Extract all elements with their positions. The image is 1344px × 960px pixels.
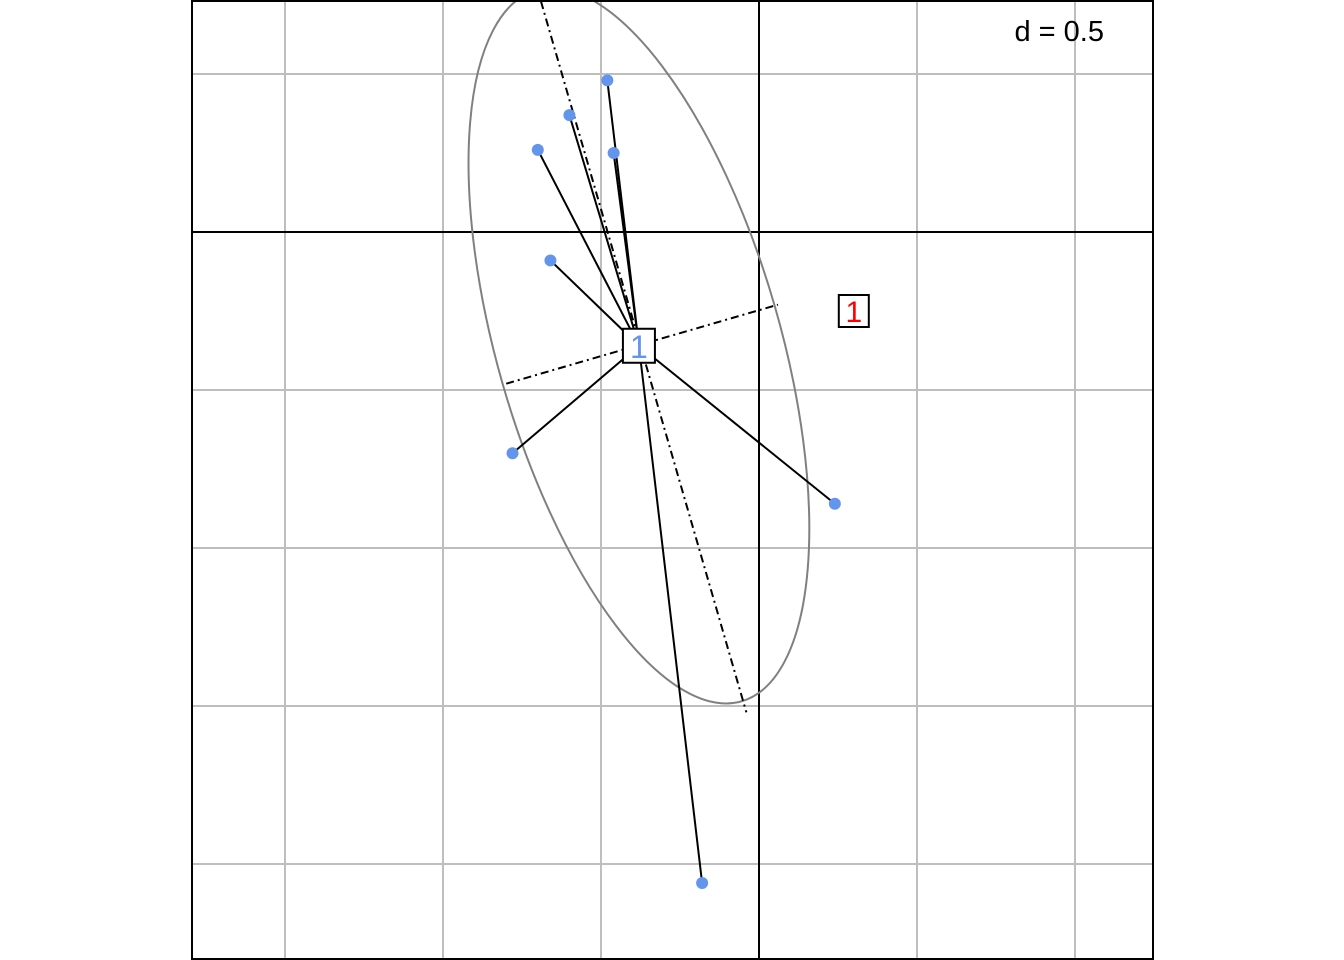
reference-label-box bbox=[837, 294, 870, 328]
data-point bbox=[828, 497, 841, 510]
reference-label: 1 bbox=[845, 296, 862, 329]
ellipse-major-axis bbox=[539, 1, 748, 713]
ellipse-minor-axis bbox=[505, 303, 779, 385]
star-link bbox=[511, 344, 640, 454]
star-link bbox=[638, 344, 836, 505]
class-label: 1 bbox=[630, 329, 648, 365]
class-ellipse bbox=[467, 0, 811, 705]
data-point bbox=[696, 876, 709, 889]
star-link bbox=[568, 114, 640, 347]
star-link bbox=[536, 149, 640, 347]
data-point bbox=[544, 254, 557, 267]
scale-label: d = 0.5 bbox=[1015, 16, 1105, 48]
origin-axes bbox=[192, 0, 1153, 960]
labels: 11 bbox=[621, 294, 870, 365]
class-ellipse-group bbox=[467, 0, 811, 713]
star-link bbox=[612, 152, 640, 346]
data-point bbox=[563, 109, 576, 122]
data-points bbox=[506, 74, 841, 889]
grid bbox=[192, 0, 1153, 960]
data-point bbox=[506, 447, 519, 460]
data-point bbox=[531, 143, 544, 156]
data-point bbox=[607, 147, 620, 159]
star-links bbox=[511, 80, 836, 884]
star-link bbox=[637, 345, 704, 884]
data-point bbox=[601, 74, 614, 87]
plot-frame bbox=[191, 0, 1154, 960]
class-label-box bbox=[621, 327, 656, 364]
